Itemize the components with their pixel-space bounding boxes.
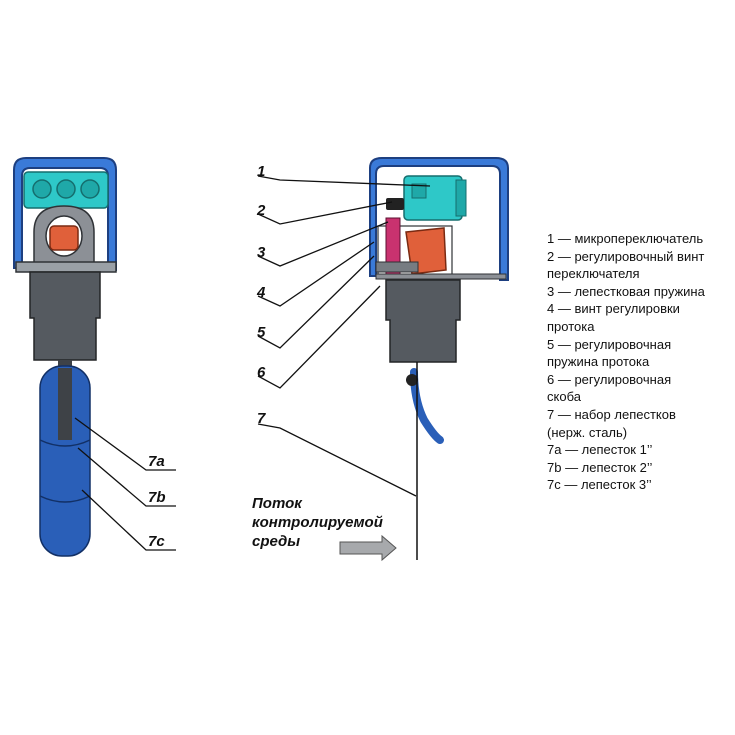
copper-piece xyxy=(49,225,79,251)
bracket xyxy=(375,261,419,273)
legend-line: 2 — регулировочный винт xyxy=(547,248,705,264)
callout-7: 7 xyxy=(257,410,266,427)
section-body xyxy=(385,279,461,363)
legend-line: пружина протока xyxy=(547,354,650,370)
legend-line: 7 — набор лепестков xyxy=(547,406,676,422)
callout-4: 4 xyxy=(257,284,266,301)
flow-label-line1: Поток xyxy=(252,495,302,512)
callout-5: 5 xyxy=(257,324,266,341)
flow-label-line3: среды xyxy=(252,533,301,550)
legend-line: 7c — лепесток 3’’ xyxy=(547,477,652,493)
legend-line: скоба xyxy=(547,389,581,405)
section-cover xyxy=(369,157,509,281)
callout-7c: 7c xyxy=(148,533,165,550)
callout-7a: 7a xyxy=(148,453,165,470)
legend-line: 7b — лепесток 2’’ xyxy=(547,459,653,475)
adjust-screw xyxy=(386,198,404,210)
leaders-1to7 xyxy=(257,175,431,497)
flow-arrow xyxy=(339,534,397,562)
paddle-stack xyxy=(39,365,91,557)
legend-line: (нерж. сталь) xyxy=(547,424,628,440)
legend-line: 4 — винт регулировки xyxy=(547,301,680,317)
legend-line: протока xyxy=(547,318,595,334)
section-view-device xyxy=(369,157,509,560)
front-view-device xyxy=(13,157,117,557)
callout-1: 1 xyxy=(257,163,266,180)
legend: 1 — микропереключатель 2 — регулировочны… xyxy=(547,230,732,494)
callout-2: 2 xyxy=(257,202,266,219)
flow-label-line2: контролируемой xyxy=(252,514,383,531)
legend-line: 7a — лепесток 1’’ xyxy=(547,442,653,458)
legend-line: 1 — микропереключатель xyxy=(547,231,704,246)
legend-line: переключателя xyxy=(547,266,640,282)
callout-7b: 7b xyxy=(148,489,166,506)
flow-label: Поток контролируемой среды xyxy=(252,494,383,551)
leaders-7abc xyxy=(74,417,176,551)
paddle-side-profile xyxy=(410,368,444,444)
legend-line: 5 — регулировочная xyxy=(547,336,672,352)
legend-line: 3 — лепестковая пружина xyxy=(547,283,705,299)
callout-3: 3 xyxy=(257,244,266,261)
callout-6: 6 xyxy=(257,364,266,381)
legend-line: 6 — регулировочная xyxy=(547,371,672,387)
front-body xyxy=(29,271,101,361)
